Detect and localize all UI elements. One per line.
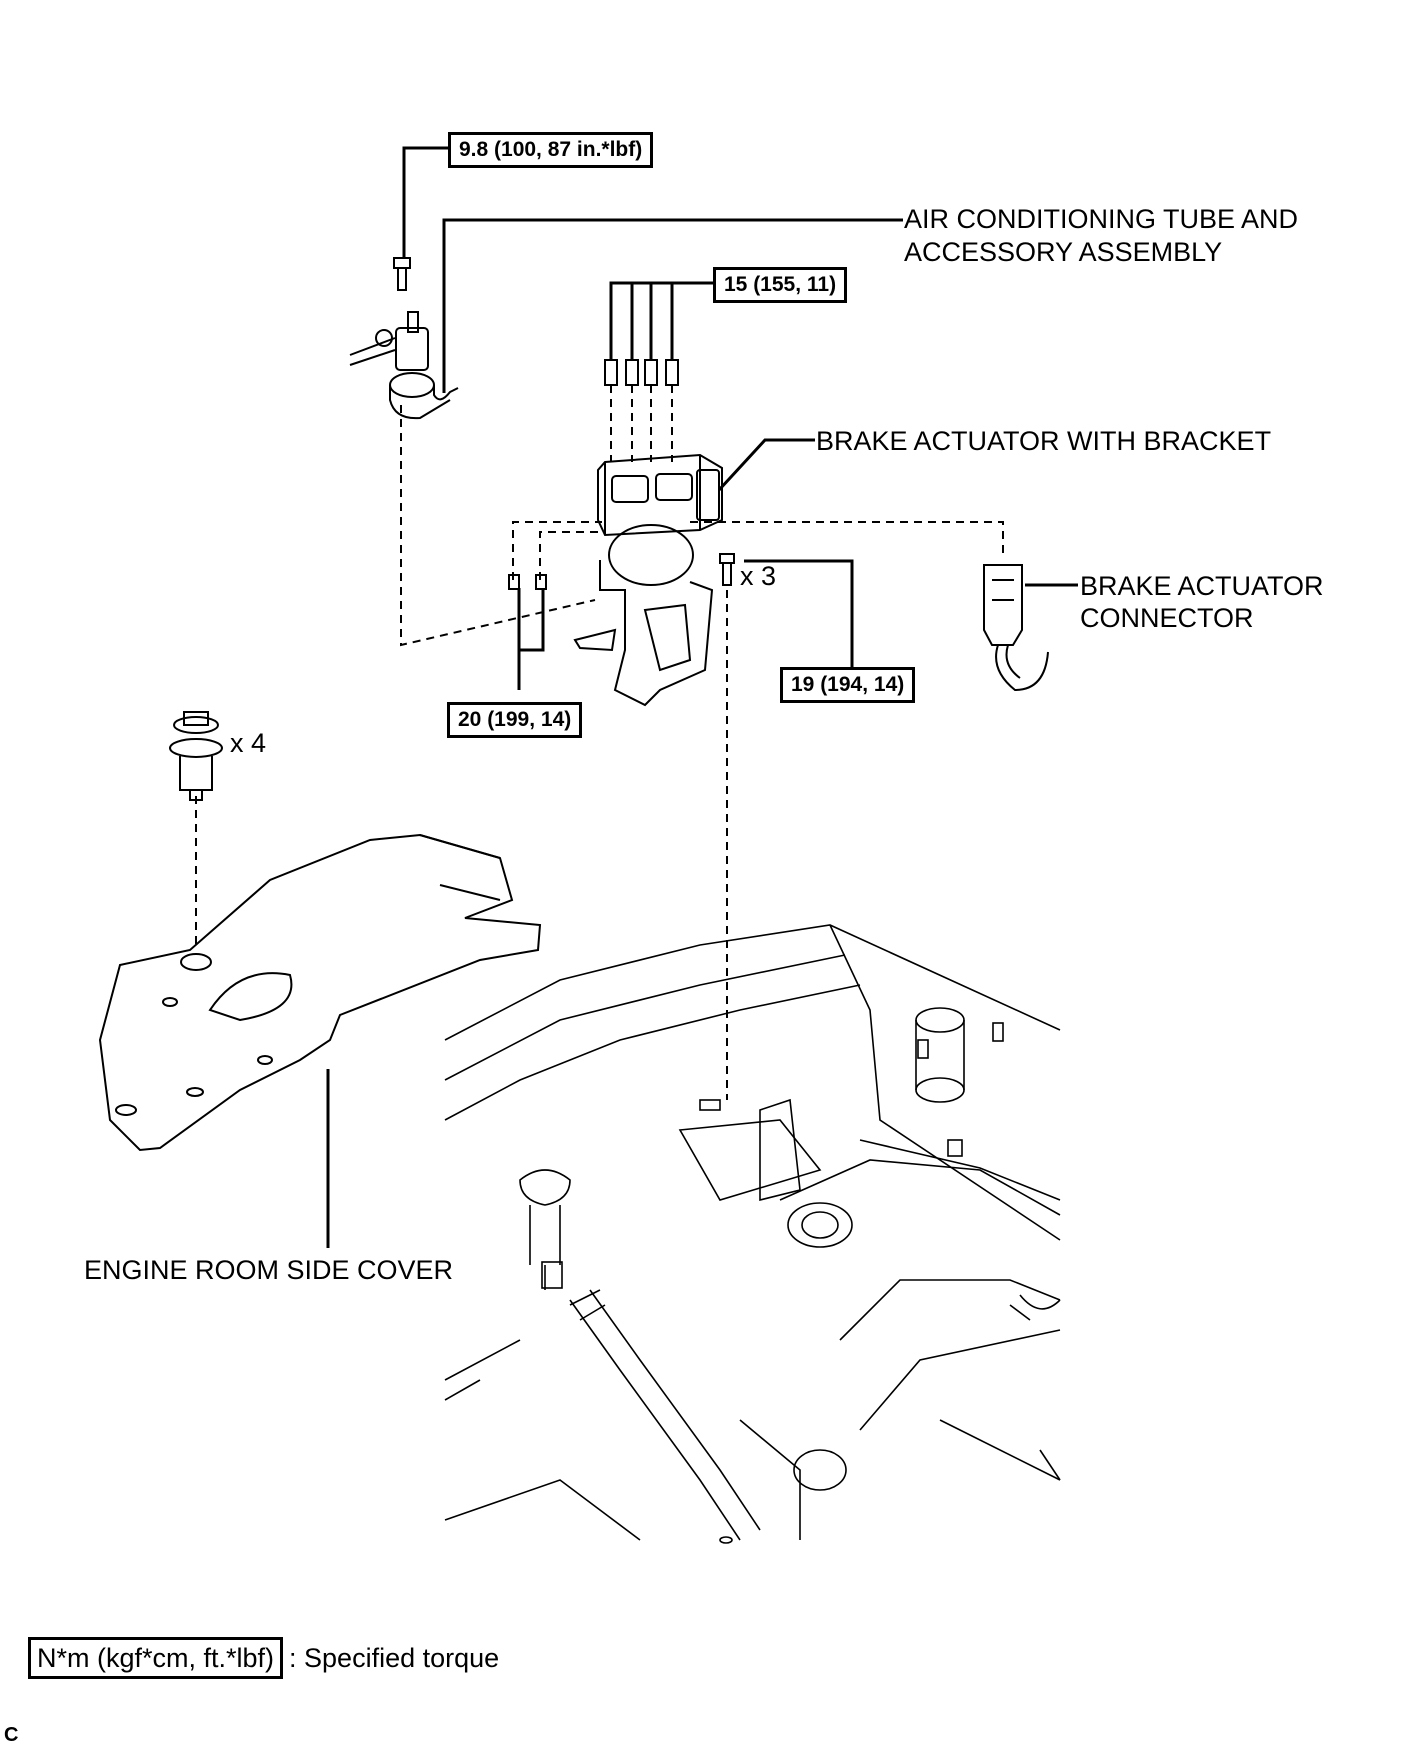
- engine-compartment-icon: [444, 924, 1061, 1544]
- clip-icon: [169, 711, 223, 801]
- torque-legend: N*m (kgf*cm, ft.*lbf) : Specified torque: [28, 1636, 499, 1680]
- torque-spec-bracket-bolts: 19 (194, 14): [780, 667, 916, 703]
- bracket-bolt-quantity: x 3: [740, 561, 777, 591]
- ac-tube-label-line2: ACCESSORY ASSEMBLY: [904, 237, 1223, 267]
- legend-description: : Specified torque: [289, 1642, 500, 1673]
- brake-actuator-icon: [573, 453, 723, 707]
- engine-room-side-cover-icon: [98, 833, 542, 1152]
- connector-label-line1: BRAKE ACTUATOR: [1080, 571, 1324, 601]
- brake-line-fittings: [604, 359, 679, 386]
- engine-cover-label: ENGINE ROOM SIDE COVER: [84, 1255, 454, 1285]
- dashed-guides: [195, 385, 1004, 1100]
- legend-unit-box: N*m (kgf*cm, ft.*lbf): [28, 1637, 284, 1679]
- bracket-bolt-icon: [719, 553, 735, 586]
- leader-lines: [326, 146, 1078, 1248]
- brake-actuator-label: BRAKE ACTUATOR WITH BRACKET: [816, 426, 1272, 456]
- brake-actuator-connector-icon: [983, 564, 1049, 692]
- ac-bolt-icon: [393, 257, 411, 291]
- connector-label-line2: CONNECTOR: [1080, 603, 1254, 633]
- ac-tube-label-line1: AIR CONDITIONING TUBE AND: [904, 204, 1299, 234]
- clip-quantity: x 4: [230, 728, 267, 758]
- ac-tube-assembly: [349, 311, 459, 420]
- actuator-nut-icons: [508, 574, 547, 590]
- corner-mark: C: [4, 1724, 19, 1746]
- torque-spec-brake-lines: 15 (155, 11): [713, 267, 848, 303]
- torque-spec-ac-bolt: 9.8 (100, 87 in.*lbf): [448, 132, 654, 168]
- torque-spec-actuator-nuts: 20 (199, 14): [447, 702, 583, 738]
